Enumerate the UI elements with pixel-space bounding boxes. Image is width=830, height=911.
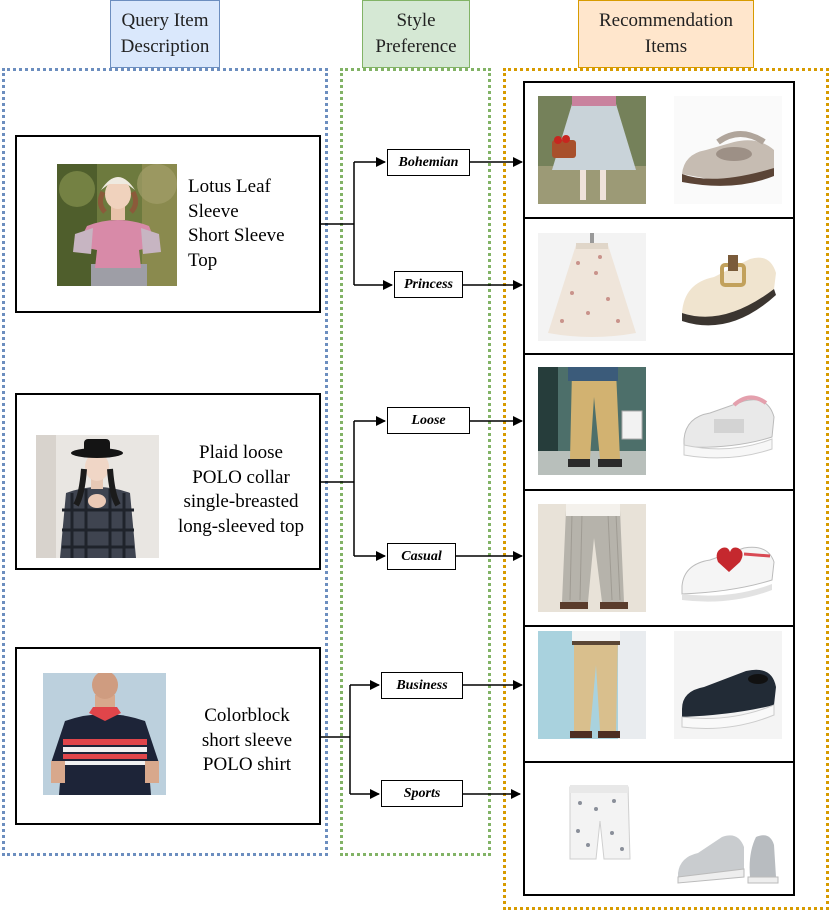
query-image-2 (36, 435, 159, 558)
rec-1-shoe-image (674, 96, 782, 204)
style-preference-panel (340, 68, 491, 856)
rec-5-bottom-image (538, 631, 646, 739)
rec-6-bottom-image (538, 773, 646, 888)
rec-6-shoe-image (674, 773, 782, 888)
recommendation-grid (523, 81, 795, 896)
query-image-1 (57, 164, 177, 286)
rec-3-bottom-image (538, 367, 646, 475)
recommendation-row-4 (525, 491, 793, 627)
rec-2-bottom-image (538, 233, 646, 341)
style-preference-header: Style Preference (362, 0, 470, 68)
query-item-1: Lotus Leaf Sleeve Short Sleeve Top (15, 135, 321, 313)
recommendation-row-6 (525, 763, 793, 894)
rec-4-bottom-image (538, 504, 646, 612)
style-princess: Princess (394, 271, 463, 298)
style-casual: Casual (387, 543, 456, 570)
query-image-3 (43, 673, 166, 795)
style-sports: Sports (381, 780, 463, 807)
rec-1-bottom-image (538, 96, 646, 204)
query-item-description-header: Query Item Description (110, 0, 220, 68)
query-item-2: Plaid loose POLO collar single-breasted … (15, 393, 321, 570)
recommendation-row-3 (525, 355, 793, 491)
query-items-panel (2, 68, 328, 856)
rec-5-shoe-image (674, 631, 782, 739)
query-item-3: Colorblock short sleeve POLO shirt (15, 647, 321, 825)
recommendation-items-panel (503, 68, 829, 910)
style-bohemian: Bohemian (387, 149, 470, 176)
query-text-3: Colorblock short sleeve POLO shirt (201, 705, 293, 775)
query-text-1: Lotus Leaf Sleeve Short Sleeve Top (188, 176, 285, 271)
query-text-2: Plaid loose POLO collar single-breasted … (177, 442, 305, 537)
recommendation-row-5 (525, 627, 793, 763)
style-business: Business (381, 672, 463, 699)
recommendation-row-1 (525, 83, 793, 219)
rec-3-shoe-image (674, 367, 782, 475)
recommendation-row-2 (525, 219, 793, 355)
recommendation-items-header: Recommendation Items (578, 0, 754, 68)
rec-2-shoe-image (674, 233, 782, 341)
style-loose: Loose (387, 407, 470, 434)
rec-4-shoe-image (674, 504, 782, 612)
